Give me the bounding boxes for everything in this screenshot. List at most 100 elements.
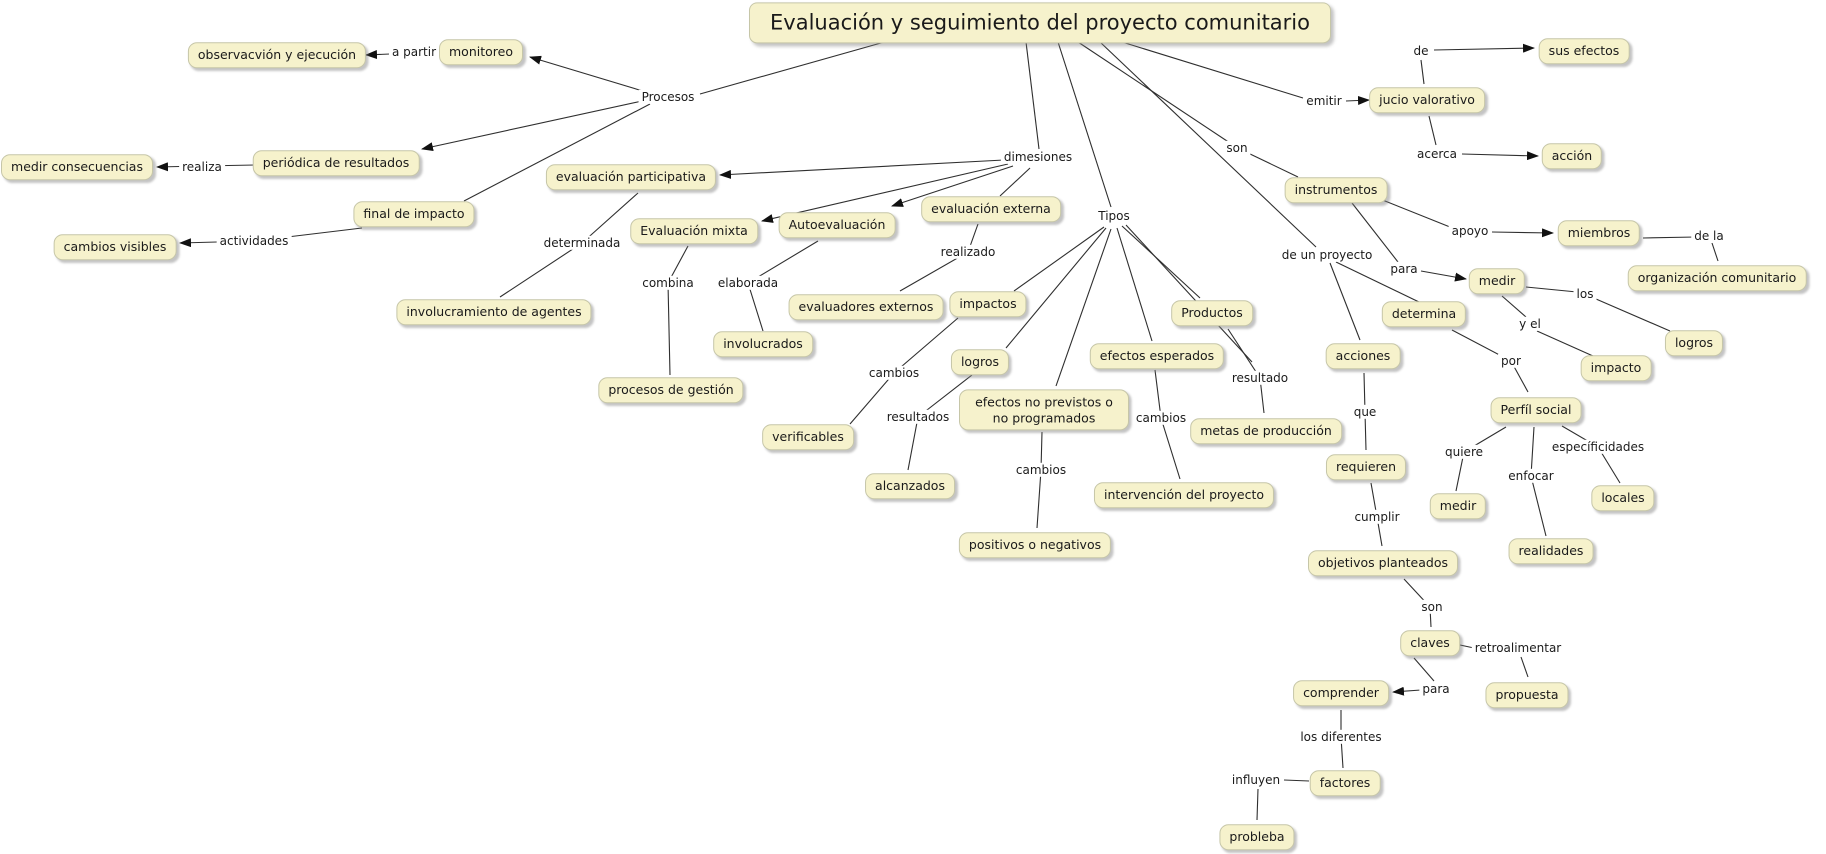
apoyo-label[interactable]: apoyo xyxy=(1448,223,1492,239)
edge-los-label--logros-2 xyxy=(1595,298,1671,332)
influyen-label[interactable]: influyen xyxy=(1228,772,1284,788)
los-label[interactable]: los xyxy=(1573,286,1597,302)
edge-dimesiones-label--autoevaluacion xyxy=(891,165,1014,207)
factores[interactable]: factores xyxy=(1309,770,1381,796)
involucramiento-de-agentes[interactable]: involucramiento de agentes xyxy=(396,299,592,325)
efectos-no-previstos[interactable]: efectos no previstos o no programados xyxy=(959,389,1129,431)
edge-de-la-label--organizacion-comunitario xyxy=(1711,242,1719,262)
enfocar-label[interactable]: enfocar xyxy=(1505,468,1557,484)
intervencion-del-proyecto[interactable]: intervención del proyecto xyxy=(1093,482,1275,508)
realiza-label[interactable]: realiza xyxy=(179,159,225,175)
medir-2[interactable]: medir xyxy=(1429,493,1487,519)
verificables[interactable]: verificables xyxy=(762,424,854,450)
title[interactable]: Evaluación y seguimiento del proyecto co… xyxy=(749,2,1331,44)
emitir-label[interactable]: emitir xyxy=(1303,93,1345,109)
jucio-valorativo[interactable]: jucio valorativo xyxy=(1369,87,1485,113)
para-label-2[interactable]: para xyxy=(1419,681,1453,697)
acciones[interactable]: acciones xyxy=(1325,343,1401,369)
evaluadores-externos[interactable]: evaluadores externos xyxy=(788,294,944,320)
edge-title--dimesiones-label xyxy=(1025,41,1040,150)
de-un-proyecto-label[interactable]: de un proyecto xyxy=(1278,247,1376,263)
tipos-label[interactable]: Tipos xyxy=(1095,208,1133,224)
periodica-de-resultados[interactable]: periódica de resultados xyxy=(252,150,420,176)
resultados-label[interactable]: resultados xyxy=(883,409,953,425)
accion[interactable]: acción xyxy=(1541,143,1603,169)
actividades-label[interactable]: actividades xyxy=(216,233,292,249)
para-label-1[interactable]: para xyxy=(1387,261,1421,277)
de-la-label[interactable]: de la xyxy=(1691,228,1727,244)
edge-de-un-proyecto-label--acciones xyxy=(1329,262,1361,341)
por-label[interactable]: por xyxy=(1498,353,1524,369)
evaluacion-participativa[interactable]: evaluación participativa xyxy=(545,164,717,190)
cambios-label-2[interactable]: cambios xyxy=(1012,462,1070,478)
efectos-esperados[interactable]: efectos esperados xyxy=(1089,343,1225,369)
son-label-2[interactable]: son xyxy=(1418,599,1446,615)
claves[interactable]: claves xyxy=(1400,630,1460,656)
acerca-label[interactable]: acerca xyxy=(1414,146,1460,162)
locales[interactable]: locales xyxy=(1591,485,1655,511)
determina[interactable]: determina xyxy=(1381,301,1467,327)
los-diferentes-label[interactable]: los diferentes xyxy=(1297,729,1385,745)
propuesta[interactable]: propuesta xyxy=(1485,682,1569,708)
cambios-label-3[interactable]: cambios xyxy=(1132,410,1190,426)
edge-medir-1--los-label xyxy=(1525,286,1578,293)
sus-efectos[interactable]: sus efectos xyxy=(1538,38,1630,64)
organizacion-comunitario[interactable]: organización comunitario xyxy=(1627,265,1807,291)
edge-medir-1--y-el-label xyxy=(1501,295,1527,318)
metas-de-produccion[interactable]: metas de producción xyxy=(1190,418,1342,444)
monitoreo[interactable]: monitoreo xyxy=(439,39,523,65)
perfil-social[interactable]: Perfíl social xyxy=(1490,397,1582,423)
cumplir-label[interactable]: cumplir xyxy=(1351,509,1403,525)
requieren[interactable]: requieren xyxy=(1325,454,1407,480)
instrumentos[interactable]: instrumentos xyxy=(1284,177,1388,203)
evaluacion-mixta[interactable]: Evaluación mixta xyxy=(630,218,758,244)
quiere-label[interactable]: quiere xyxy=(1442,444,1486,460)
impacto[interactable]: impacto xyxy=(1580,355,1652,381)
productos[interactable]: Productos xyxy=(1171,300,1253,326)
edge-acerca-label--accion xyxy=(1461,151,1539,161)
observacvion-y-ejecucion[interactable]: observacvión y ejecución xyxy=(187,42,367,68)
son-label-1[interactable]: son xyxy=(1223,140,1251,156)
a-partir-label[interactable]: a partir xyxy=(388,44,440,60)
resultado-label[interactable]: resultado xyxy=(1228,370,1292,386)
realizado-label[interactable]: realizado xyxy=(937,244,999,260)
retroalimentar-label[interactable]: retroalimentar xyxy=(1471,640,1565,656)
cambios-label-1[interactable]: cambios xyxy=(865,365,923,381)
impactos[interactable]: impactos xyxy=(949,291,1027,317)
edge-instrumentos--apoyo-label xyxy=(1379,198,1451,228)
realidades[interactable]: realidades xyxy=(1508,538,1594,564)
medir-1[interactable]: medir xyxy=(1468,268,1526,294)
medir-consecuencias[interactable]: medir consecuencias xyxy=(1,154,153,180)
elaborada-label[interactable]: elaborada xyxy=(714,275,782,291)
especificidades-label[interactable]: específicidades xyxy=(1548,439,1648,455)
que-label[interactable]: que xyxy=(1350,404,1380,420)
edge-tipos-label--productos xyxy=(1121,225,1201,299)
de-label[interactable]: de xyxy=(1410,43,1432,59)
combina-label[interactable]: combina xyxy=(639,275,697,291)
objetivos-planteados[interactable]: objetivos planteados xyxy=(1308,550,1458,576)
edge-dimesiones-label--evaluacion-externa xyxy=(999,167,1031,197)
determinada-label[interactable]: determinada xyxy=(540,235,624,251)
autoevaluacion[interactable]: Autoevaluación xyxy=(778,212,896,238)
edge-procesos-label--monitoreo xyxy=(529,55,647,93)
logros-1[interactable]: logros xyxy=(950,349,1010,375)
edge-retroalimentar-label--propuesta xyxy=(1520,656,1529,678)
edge-tipos-label--logros-1 xyxy=(1005,227,1107,349)
procesos-de-gestion[interactable]: procesos de gestión xyxy=(598,377,744,403)
evaluacion-externa[interactable]: evaluación externa xyxy=(921,196,1061,222)
alcanzados[interactable]: alcanzados xyxy=(865,473,955,499)
logros-2[interactable]: logros xyxy=(1664,330,1724,356)
comprender[interactable]: comprender xyxy=(1293,680,1389,706)
positivos-o-negativos[interactable]: positivos o negativos xyxy=(958,532,1112,558)
probleba[interactable]: probleba xyxy=(1219,824,1295,850)
dimesiones-label[interactable]: dimesiones xyxy=(1000,149,1076,165)
involucrados[interactable]: involucrados xyxy=(713,331,813,357)
y-el-label[interactable]: y el xyxy=(1516,316,1544,332)
edge-instrumentos--para-label-1 xyxy=(1351,202,1399,263)
final-de-impacto[interactable]: final de impacto xyxy=(353,201,475,227)
cambios-visibles[interactable]: cambios visibles xyxy=(53,234,177,260)
procesos-label[interactable]: Procesos xyxy=(638,89,698,105)
edge-jucio-valorativo--acerca-label xyxy=(1428,115,1437,146)
miembros[interactable]: miembros xyxy=(1557,220,1641,246)
